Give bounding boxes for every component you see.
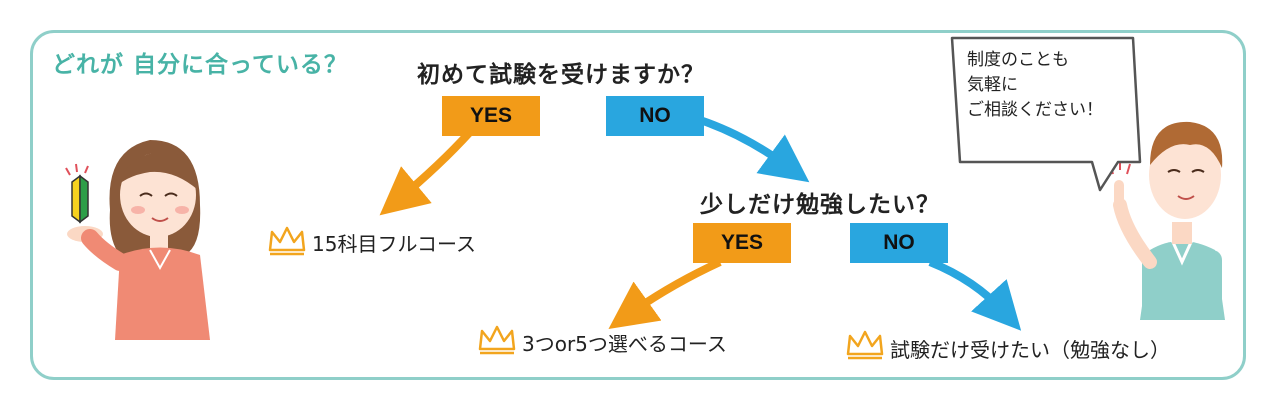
question-first-exam: 初めて試験を受けますか？: [417, 62, 705, 88]
q2-no-button[interactable]: NO: [850, 223, 948, 263]
arrow-q2-yes: [608, 258, 722, 329]
arrow-q1-yes: [379, 129, 473, 216]
q1-yes-button[interactable]: YES: [442, 96, 540, 136]
speech-bubble-text: 制度のことも 気軽に ご相談ください！: [967, 48, 1103, 123]
man-illustration: [1109, 121, 1225, 320]
q2-yes-button[interactable]: YES: [693, 223, 791, 263]
q1-no-button[interactable]: NO: [606, 96, 704, 136]
speech-bubble: [950, 36, 1142, 192]
woman-illustration: [65, 140, 210, 340]
result-full-course: 15科目フルコース: [312, 232, 477, 256]
crown-icon-1: [268, 226, 306, 256]
crown-icon-3: [846, 330, 884, 360]
result-exam-only: 試験だけ受けたい（勉強なし）: [890, 338, 1170, 362]
bubble-line-3: ご相談ください！: [967, 100, 1103, 120]
question-study-little: 少しだけ勉強したい？: [700, 192, 940, 218]
arrow-q2-no: [928, 258, 1022, 331]
content-frame: [30, 30, 1246, 380]
arrow-q1-no: [698, 116, 810, 183]
bubble-line-1: 制度のことも: [967, 50, 1069, 70]
bubble-line-2: 気軽に: [967, 75, 1018, 95]
crown-icon-2: [478, 325, 516, 355]
page-title: どれが 自分に合っている？: [52, 52, 348, 78]
result-select-course: 3つor5つ選べるコース: [522, 332, 727, 356]
beginner-mark-icon: [65, 163, 89, 224]
